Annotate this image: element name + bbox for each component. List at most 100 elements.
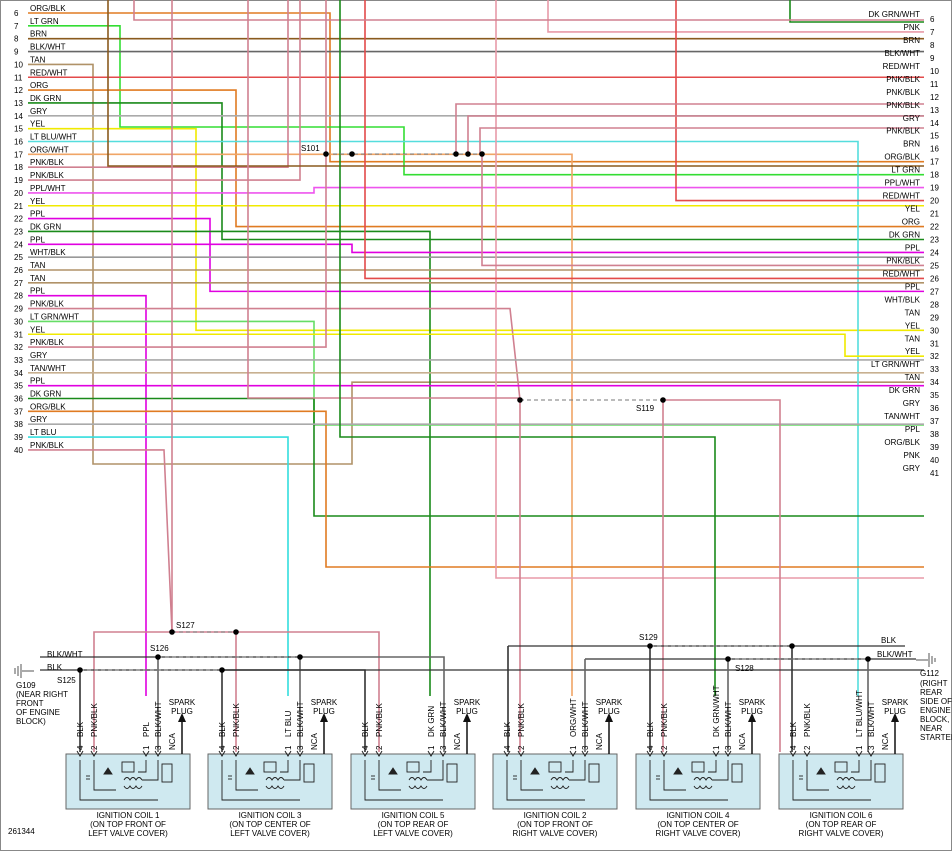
right-pin-label: RED/WHT xyxy=(883,192,920,201)
wire-pnk-blk-s119-in xyxy=(247,0,520,399)
coil-pin-number: 1 xyxy=(284,745,293,750)
coil-pin-number: 2 xyxy=(90,745,99,750)
coil-pin-number: 4 xyxy=(361,745,370,750)
left-pin-number: 16 xyxy=(14,138,23,147)
wire-pnk-blk-top xyxy=(133,0,924,21)
right-pin-number: 23 xyxy=(930,235,939,244)
svg-text:OF ENGINE: OF ENGINE xyxy=(16,708,60,717)
coil-internal-schematic xyxy=(506,760,600,801)
coil-nca-label: NCA xyxy=(168,732,177,750)
left-pin-label: PNK/BLK xyxy=(30,441,64,450)
svg-text:BLOCK): BLOCK) xyxy=(16,717,46,726)
splice-s126-dot xyxy=(297,654,303,660)
coil-pin-number: 4 xyxy=(218,745,227,750)
left-pin-number: 35 xyxy=(14,382,23,391)
right-pin-label: PNK xyxy=(904,23,921,32)
wire-dk-grn-36-35 xyxy=(28,397,924,517)
right-pin-number: 14 xyxy=(930,119,939,128)
coil-pin-wire: BLK xyxy=(218,721,227,737)
ignition-coil-4: 4BLK2PNK/BLK1ORG/WHT3BLK/WHTNCASPARKPLUG… xyxy=(492,698,623,838)
coil-pin-arrow xyxy=(76,750,84,757)
coil-pin-number: 1 xyxy=(569,745,578,750)
left-pin-label: ORG/WHT xyxy=(30,145,69,154)
left-pin-label: PNK/BLK xyxy=(30,158,64,167)
left-pin-number: 36 xyxy=(14,395,23,404)
coil-pin-wire: BLK/WHT xyxy=(724,701,733,737)
left-pin-number: 27 xyxy=(14,279,23,288)
splice-s101-dot xyxy=(323,151,329,157)
diagram-id: 261344 xyxy=(8,827,35,836)
right-pin-label: PNK/BLK xyxy=(886,75,920,84)
right-pin-label: PNK/BLK xyxy=(886,88,920,97)
coil-nca-label: NCA xyxy=(738,732,747,750)
right-pin-number: 18 xyxy=(930,171,939,180)
coil-location: RIGHT VALVE COVER) xyxy=(513,829,598,838)
splice-label-s126: S126 xyxy=(150,644,169,653)
coil-pin-wire: PNK/BLK xyxy=(90,703,99,737)
coil-internal-schematic xyxy=(364,760,458,801)
coil-pin-wire: PNK/BLK xyxy=(660,703,669,737)
bus-label-blk-wht-left: BLK/WHT xyxy=(47,650,83,659)
left-pin-label: PPL xyxy=(30,287,46,296)
coil-pin-arrow xyxy=(218,750,226,757)
bus-label-blk-wht-right: BLK/WHT xyxy=(877,650,913,659)
coil-location: (ON TOP CENTER OF xyxy=(657,820,738,829)
wire-pnk-blk-32 xyxy=(28,0,327,348)
right-pin-number: 34 xyxy=(930,378,939,387)
right-pin-number: 30 xyxy=(930,326,939,335)
coil-title: IGNITION COIL 1 xyxy=(97,811,160,820)
coil-title: IGNITION COIL 2 xyxy=(524,811,587,820)
left-pin-number: 21 xyxy=(14,202,23,211)
coil-pin-arrow xyxy=(503,750,511,757)
coil-location: (ON TOP FRONT OF xyxy=(90,820,166,829)
right-pin-label: DK GRN xyxy=(889,230,920,239)
right-pin-number: 13 xyxy=(930,106,939,115)
left-pin-label: YEL xyxy=(30,325,46,334)
coil-pin-number: 3 xyxy=(724,745,733,750)
coil5-blk-wht xyxy=(300,656,445,752)
splice-s125-dot xyxy=(219,667,225,673)
left-pin-label: PPL/WHT xyxy=(30,184,66,193)
coil-pin-arrow xyxy=(232,750,240,757)
left-pin-number: 9 xyxy=(14,48,19,57)
spark-plug-label: SPARK xyxy=(169,698,196,707)
coil-pin-arrow xyxy=(439,750,447,757)
right-pin-number: 32 xyxy=(930,352,939,361)
spark-plug-label: PLUG xyxy=(313,707,335,716)
coil-pin-number: 4 xyxy=(76,745,85,750)
svg-text:BLOCK,: BLOCK, xyxy=(920,715,949,724)
coil-nca-label: NCA xyxy=(881,732,890,750)
right-pin-label: PNK/BLK xyxy=(886,101,920,110)
coil-pin-wire: PNK/BLK xyxy=(232,703,241,737)
splice-s101-dot xyxy=(479,151,485,157)
left-pin-label: PPL xyxy=(30,377,46,386)
left-pin-number: 24 xyxy=(14,240,23,249)
left-pin-label: DK GRN xyxy=(30,94,61,103)
wire-pnk-blk-12 xyxy=(467,115,924,154)
splice-s128-dot xyxy=(725,656,731,662)
coil-pin-arrow xyxy=(712,750,720,757)
coil-internal-schematic xyxy=(79,760,173,801)
splice-s125-dot xyxy=(77,667,83,673)
left-pin-number: 25 xyxy=(14,253,23,262)
left-pin-label: DK GRN xyxy=(30,222,61,231)
left-pin-number: 26 xyxy=(14,266,23,275)
wire-pnk-blk-coil6 xyxy=(663,399,781,752)
left-pin-number: 12 xyxy=(14,86,23,95)
right-pin-number: 7 xyxy=(930,28,935,37)
left-pin-label: GRY xyxy=(30,351,48,360)
coil-pin-arrow xyxy=(142,750,150,757)
coil-pin-number: 2 xyxy=(803,745,812,750)
spark-plug-label: SPARK xyxy=(882,698,909,707)
coil-location: LEFT VALVE COVER) xyxy=(373,829,453,838)
right-pin-label: TAN/WHT xyxy=(884,412,920,421)
wire-pnk-blk-40-s127 xyxy=(28,449,173,633)
splice-label-s125: S125 xyxy=(57,676,76,685)
right-pin-label: BLK/WHT xyxy=(884,49,920,58)
wire-org-blk-37-39 xyxy=(28,410,924,568)
right-pin-number: 25 xyxy=(930,261,939,270)
left-pin-number: 7 xyxy=(14,22,19,31)
left-pin-number: 28 xyxy=(14,292,23,301)
coil-internal-schematic xyxy=(221,760,315,801)
